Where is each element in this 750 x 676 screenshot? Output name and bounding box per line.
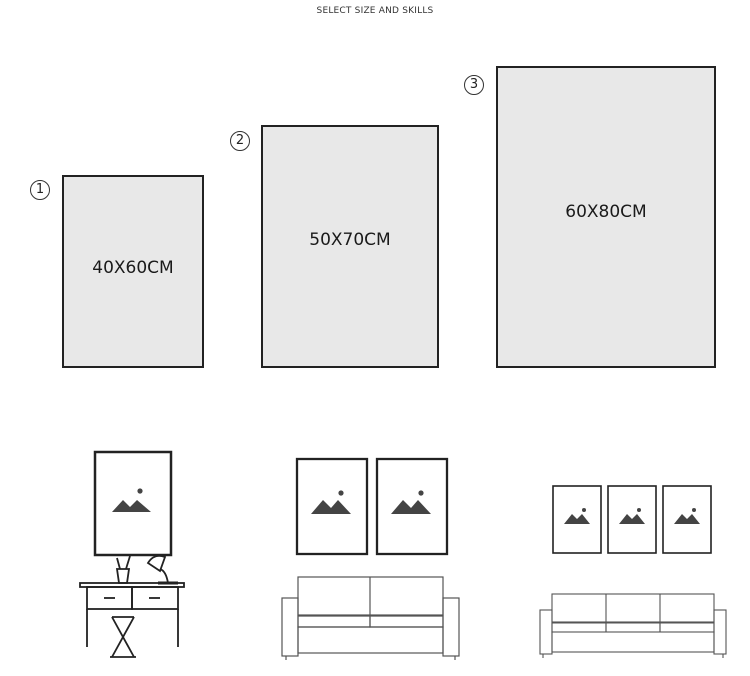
wall-frame [93,450,173,557]
wall-frame-left [295,457,369,556]
size-option-50x70[interactable]: 50X70CM [261,125,439,368]
sofa-arm-right [442,597,460,657]
single-frame-over-desk-illustration [79,450,185,658]
sofa-arm-left [539,609,553,655]
wall-frame-right [662,485,712,554]
sofa-back [551,593,715,623]
three-frames-over-sofa-illustration [539,485,727,658]
size-number-badge-2: 2 [230,131,250,151]
sofa-base [297,626,444,654]
size-number-badge-3: 3 [464,75,484,95]
size-label-60x80: 60X80CM [565,202,647,222]
wall-frame-middle [607,485,657,554]
size-option-40x60[interactable]: 40X60CM [62,175,204,368]
two-frames-over-sofa-illustration [281,457,460,660]
sofa-arm-left [281,597,299,657]
desk-drawer-right [131,586,179,610]
size-label-50x70: 50X70CM [309,230,391,250]
wall-frame-right [375,457,449,556]
sofa-base [551,631,715,653]
page-title: SELECT SIZE AND SKILLS [316,6,434,16]
size-label-40x60: 40X60CM [92,258,174,278]
wall-frame-left [552,485,602,554]
sofa-arm-right [713,609,727,655]
size-number-badge-1: 1 [30,180,50,200]
size-option-60x80[interactable]: 60X80CM [496,66,716,368]
